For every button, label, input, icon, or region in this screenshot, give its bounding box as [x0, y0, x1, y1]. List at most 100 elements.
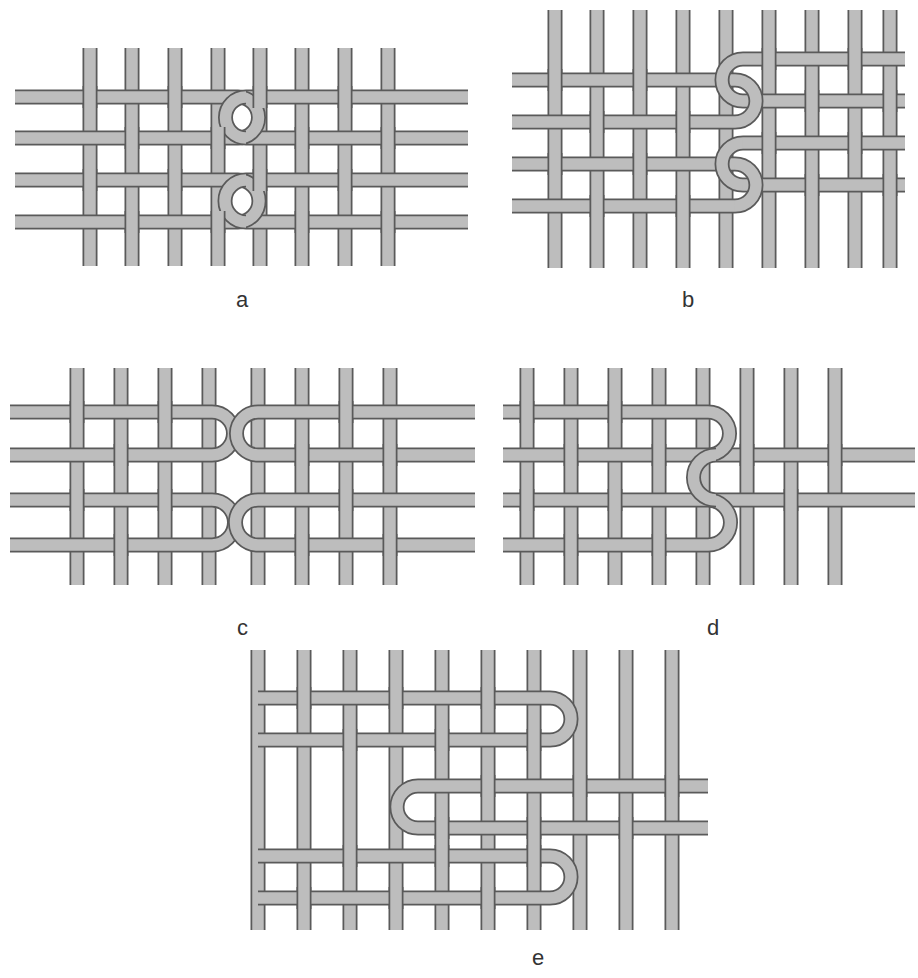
weft-strip-edge [258, 538, 475, 553]
warp-strip-edge [740, 368, 755, 585]
warp-over [212, 127, 224, 149]
weft-loop-edge [550, 698, 571, 740]
warp-over [677, 195, 689, 217]
warp-over-edge [805, 90, 820, 112]
warp-strip [126, 48, 138, 266]
warp-over [829, 444, 841, 466]
weft-strip [246, 216, 468, 228]
warp-over-edge [168, 86, 183, 108]
warp-over [71, 489, 83, 511]
weft-strip [258, 539, 475, 551]
warp-over [296, 444, 308, 466]
warp-over-edge [520, 401, 535, 423]
warp-over-edge [295, 211, 310, 233]
warp-over-edge [389, 687, 404, 709]
warp-over [84, 169, 96, 191]
warp-over [212, 211, 224, 233]
warp-over [298, 887, 310, 909]
warp-over [565, 534, 577, 556]
warp-strip [169, 48, 181, 266]
warp-over [884, 174, 896, 196]
warp-strip [549, 10, 561, 268]
weft-strip [512, 74, 735, 86]
warp-strip-edge [633, 10, 648, 268]
warp-over-edge [114, 444, 129, 466]
warp-over-edge [343, 729, 358, 751]
warp-strip-edge [338, 48, 353, 266]
warp-strip [666, 650, 678, 930]
warp-over-edge [548, 69, 563, 91]
warp-over [436, 845, 448, 867]
warp-over [382, 211, 394, 233]
weft-strip-edge [15, 90, 238, 105]
warp-over-edge [381, 127, 396, 149]
warp-over-edge [548, 153, 563, 175]
weft-strip-edge [258, 493, 475, 508]
warp-strip [298, 650, 310, 930]
weft-strip-edge [418, 821, 708, 836]
weft-strip-edge [743, 94, 905, 109]
warp-strip [653, 368, 665, 585]
warp-over-edge [297, 687, 312, 709]
warp-over-edge [848, 48, 863, 70]
warp-over-edge [805, 174, 820, 196]
weft-strip [258, 449, 475, 461]
weft-strip [743, 179, 905, 191]
weft-strip-edge [246, 173, 468, 188]
warp-strip [254, 48, 266, 266]
warp-over [84, 86, 96, 108]
warp-over [591, 111, 603, 133]
warp-over [806, 90, 818, 112]
warp-over [565, 444, 577, 466]
warp-over [653, 444, 665, 466]
warp-over [634, 153, 646, 175]
warp-strip-edge [665, 650, 680, 930]
weft-strip [512, 158, 735, 170]
weft-strip [503, 539, 708, 551]
warp-over [126, 127, 138, 149]
warp-strip-edge [295, 48, 310, 266]
weft-strip-edge [246, 215, 468, 230]
warp-over [574, 775, 586, 797]
warp-over [620, 817, 632, 839]
warp-over-edge [665, 775, 680, 797]
weft-strip-edge [258, 849, 550, 864]
weft-strip-edge [716, 493, 915, 508]
warp-strip [785, 368, 797, 585]
warp-over-edge [676, 111, 691, 133]
weft-strip [503, 449, 708, 461]
weft-strip-edge [246, 90, 468, 105]
weft-loop [722, 59, 743, 101]
weft-strip [10, 539, 212, 551]
weft-strip [15, 174, 238, 186]
warp-over-edge [590, 111, 605, 133]
panel-letter: b [682, 289, 694, 311]
warp-over-edge [564, 534, 579, 556]
warp-over-edge [83, 86, 98, 108]
warp-strip [849, 10, 861, 268]
weft-strip [246, 174, 468, 186]
warp-over-edge [633, 153, 648, 175]
warp-over-edge [168, 169, 183, 191]
weft-strip [10, 406, 212, 418]
warp-over-edge [295, 444, 310, 466]
warp-over-edge [573, 775, 588, 797]
weft-loop [237, 412, 259, 455]
warp-over [159, 489, 171, 511]
warp-over [115, 444, 127, 466]
warp-strip-edge [295, 368, 310, 585]
weft-strip-edge [10, 405, 212, 420]
warp-over-edge [125, 211, 140, 233]
warp-over-edge [527, 729, 542, 751]
warp-over [254, 86, 266, 108]
warp-over [384, 534, 396, 556]
warp-over [609, 401, 621, 423]
weft-loop-edge [722, 59, 743, 101]
warp-strip [591, 10, 603, 268]
warp-over-edge [114, 534, 129, 556]
weft-loop-edge [226, 97, 247, 138]
warp-over-edge [652, 534, 667, 556]
warp-strip [339, 48, 351, 266]
warp-over [609, 489, 621, 511]
